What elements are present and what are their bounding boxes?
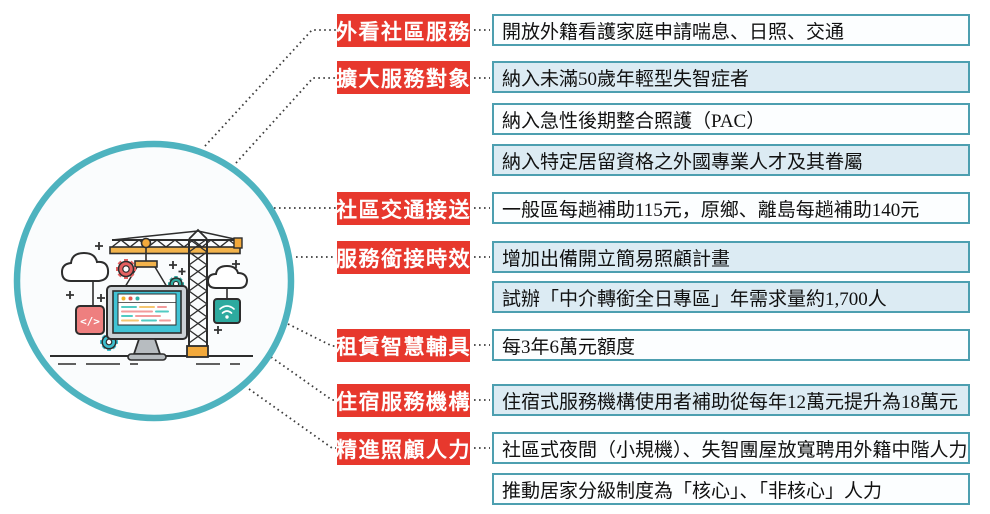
cloud-right-icon xyxy=(206,264,249,299)
detail-box: 開放外籍看護家庭申請喘息、日照、交通 xyxy=(492,14,970,46)
detail-box: 納入未滿50歲年輕型失智症者 xyxy=(492,61,970,93)
code-tag-badge: </> xyxy=(75,305,105,335)
code-lines xyxy=(121,306,171,322)
detail-box: 增加出備開立簡易照顧計畫 xyxy=(492,241,970,273)
cloud-left-icon xyxy=(60,251,110,306)
circle-illustration: </> xyxy=(13,140,295,422)
gear-icon-red xyxy=(116,259,136,279)
category-label-foreign-caregiver-community-services: 外看社區服務 xyxy=(336,14,470,47)
detail-box: 住宿式服務機構使用者補助從每年12萬元提升為18萬元 xyxy=(492,384,970,416)
detail-box: 試辦「中介轉銜全日專區」年需求量約1,700人 xyxy=(492,281,970,313)
detail-box: 推動居家分級制度為「核心」、「非核心」人力 xyxy=(492,473,970,505)
category-label-expand-service-targets: 擴大服務對象 xyxy=(336,61,470,94)
detail-box: 納入急性後期整合照護（PAC） xyxy=(492,103,970,135)
construction-crane-icon xyxy=(109,228,243,358)
circle-frame xyxy=(13,140,295,422)
detail-box: 一般區每趟補助115元，原鄉、離島每趟補助140元 xyxy=(492,192,970,224)
detail-box: 每3年6萬元額度 xyxy=(492,329,970,361)
category-label-improve-care-manpower: 精進照顧人力 xyxy=(336,432,470,465)
category-label-community-transport: 社區交通接送 xyxy=(336,192,470,225)
category-label-residential-service-institutions: 住宿服務機構 xyxy=(336,384,470,417)
detail-box: 納入特定居留資格之外國專業人才及其眷屬 xyxy=(492,144,970,176)
category-label-service-transition-timeliness: 服務銜接時效 xyxy=(336,241,470,274)
wifi-badge xyxy=(213,298,241,324)
detail-box: 社區式夜間（小規機）、失智團屋放寬聘用外籍中階人力 xyxy=(492,432,970,464)
plus-sparkles xyxy=(66,242,240,334)
computer-monitor-icon xyxy=(106,285,188,361)
category-label-smart-assistive-device-rental: 租賃智慧輔具 xyxy=(336,329,470,362)
code-tag-text: </> xyxy=(80,315,100,328)
